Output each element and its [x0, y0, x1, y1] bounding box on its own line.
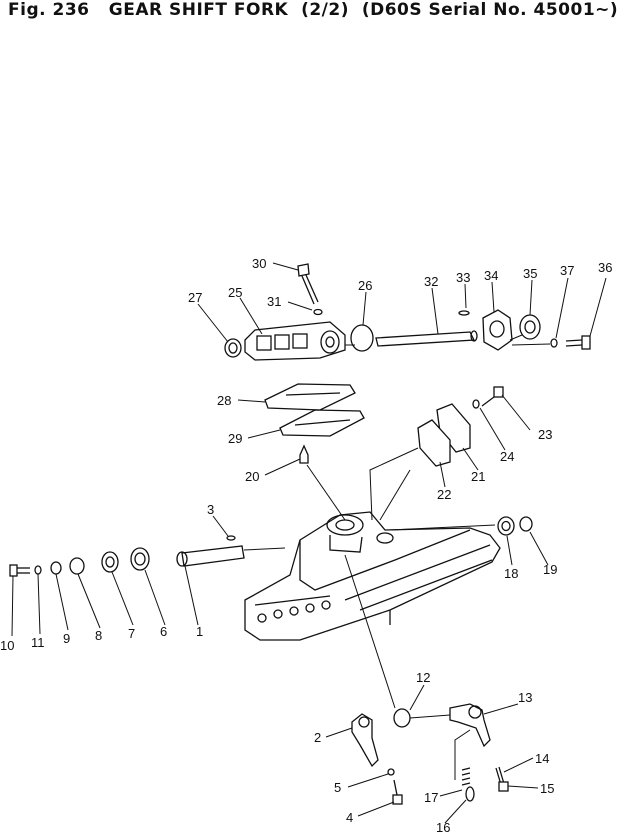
label-16: 16	[436, 820, 450, 835]
bearing-7	[101, 551, 119, 573]
bolt-4	[392, 779, 403, 805]
ball-16	[465, 786, 475, 802]
label-31: 31	[267, 294, 281, 309]
label-28: 28	[217, 393, 231, 408]
bearing-18	[497, 516, 515, 536]
label-17: 17	[424, 790, 438, 805]
label-2: 2	[314, 730, 321, 745]
key-33	[458, 310, 470, 316]
label-24: 24	[500, 449, 514, 464]
label-18: 18	[504, 566, 518, 581]
figure-name: GEAR SHIFT FORK	[108, 0, 289, 20]
bolt-36	[565, 335, 591, 350]
label-15: 15	[540, 781, 554, 796]
label-34: 34	[484, 268, 498, 283]
gasket-22	[417, 419, 451, 467]
figure-page: (2/2)	[301, 0, 349, 20]
label-25: 25	[228, 285, 242, 300]
serial-range: (D60S Serial No. 45001~)	[361, 0, 617, 20]
washer-11	[34, 565, 42, 575]
washer-24	[472, 399, 480, 409]
label-33: 33	[456, 270, 470, 285]
washer-31	[313, 308, 323, 316]
label-6: 6	[160, 624, 167, 639]
nut-15	[498, 781, 509, 792]
figure-number: Fig. 236	[8, 0, 90, 20]
label-26: 26	[358, 278, 372, 293]
plate-28	[264, 383, 356, 411]
bearing-35	[519, 314, 541, 340]
leader-lines	[11, 262, 607, 824]
washer-37	[550, 338, 558, 348]
label-30: 30	[252, 256, 266, 271]
washer-8	[69, 557, 85, 575]
label-14: 14	[535, 751, 549, 766]
o-ring-26	[350, 324, 374, 352]
bushing-12	[393, 708, 411, 728]
label-20: 20	[245, 469, 259, 484]
retainer-34	[482, 309, 513, 351]
label-4: 4	[346, 810, 353, 825]
label-27: 27	[188, 290, 202, 305]
bolt-23	[481, 386, 504, 407]
label-11: 11	[31, 635, 45, 650]
shift-cover-25	[244, 321, 346, 361]
washer-9	[50, 561, 62, 575]
label-29: 29	[228, 431, 242, 446]
washer-5	[387, 768, 395, 776]
fork-13	[449, 703, 491, 748]
transmission-housing	[244, 511, 501, 641]
label-3: 3	[207, 502, 214, 517]
fork-2	[351, 713, 379, 768]
label-32: 32	[424, 274, 438, 289]
label-9: 9	[63, 631, 70, 646]
label-1: 1	[196, 624, 203, 639]
label-37: 37	[560, 263, 574, 278]
shaft-1	[176, 545, 245, 567]
part-labels: 30 31 27 25 26 32 33 34 35 37 36 28 29 2…	[0, 256, 612, 835]
label-35: 35	[523, 266, 537, 281]
label-10: 10	[0, 638, 14, 653]
label-13: 13	[518, 690, 532, 705]
shaft-32	[375, 330, 478, 347]
label-23: 23	[538, 427, 552, 442]
bushing-6	[130, 547, 150, 571]
label-19: 19	[543, 562, 557, 577]
oil-seal-27	[224, 338, 242, 358]
spring-17	[461, 767, 471, 786]
label-12: 12	[416, 670, 430, 685]
pin-3	[226, 535, 236, 541]
label-21: 21	[471, 469, 485, 484]
label-7: 7	[128, 626, 135, 641]
bolt-10	[9, 564, 30, 577]
figure-title: Fig. 236 GEAR SHIFT FORK (2/2) (D60S Ser…	[8, 0, 617, 20]
washer-19	[519, 516, 533, 532]
bolt-30	[297, 263, 319, 305]
label-22: 22	[437, 487, 451, 502]
label-8: 8	[95, 628, 102, 643]
breather-20	[299, 444, 309, 464]
label-36: 36	[598, 260, 612, 275]
label-5: 5	[334, 780, 341, 795]
